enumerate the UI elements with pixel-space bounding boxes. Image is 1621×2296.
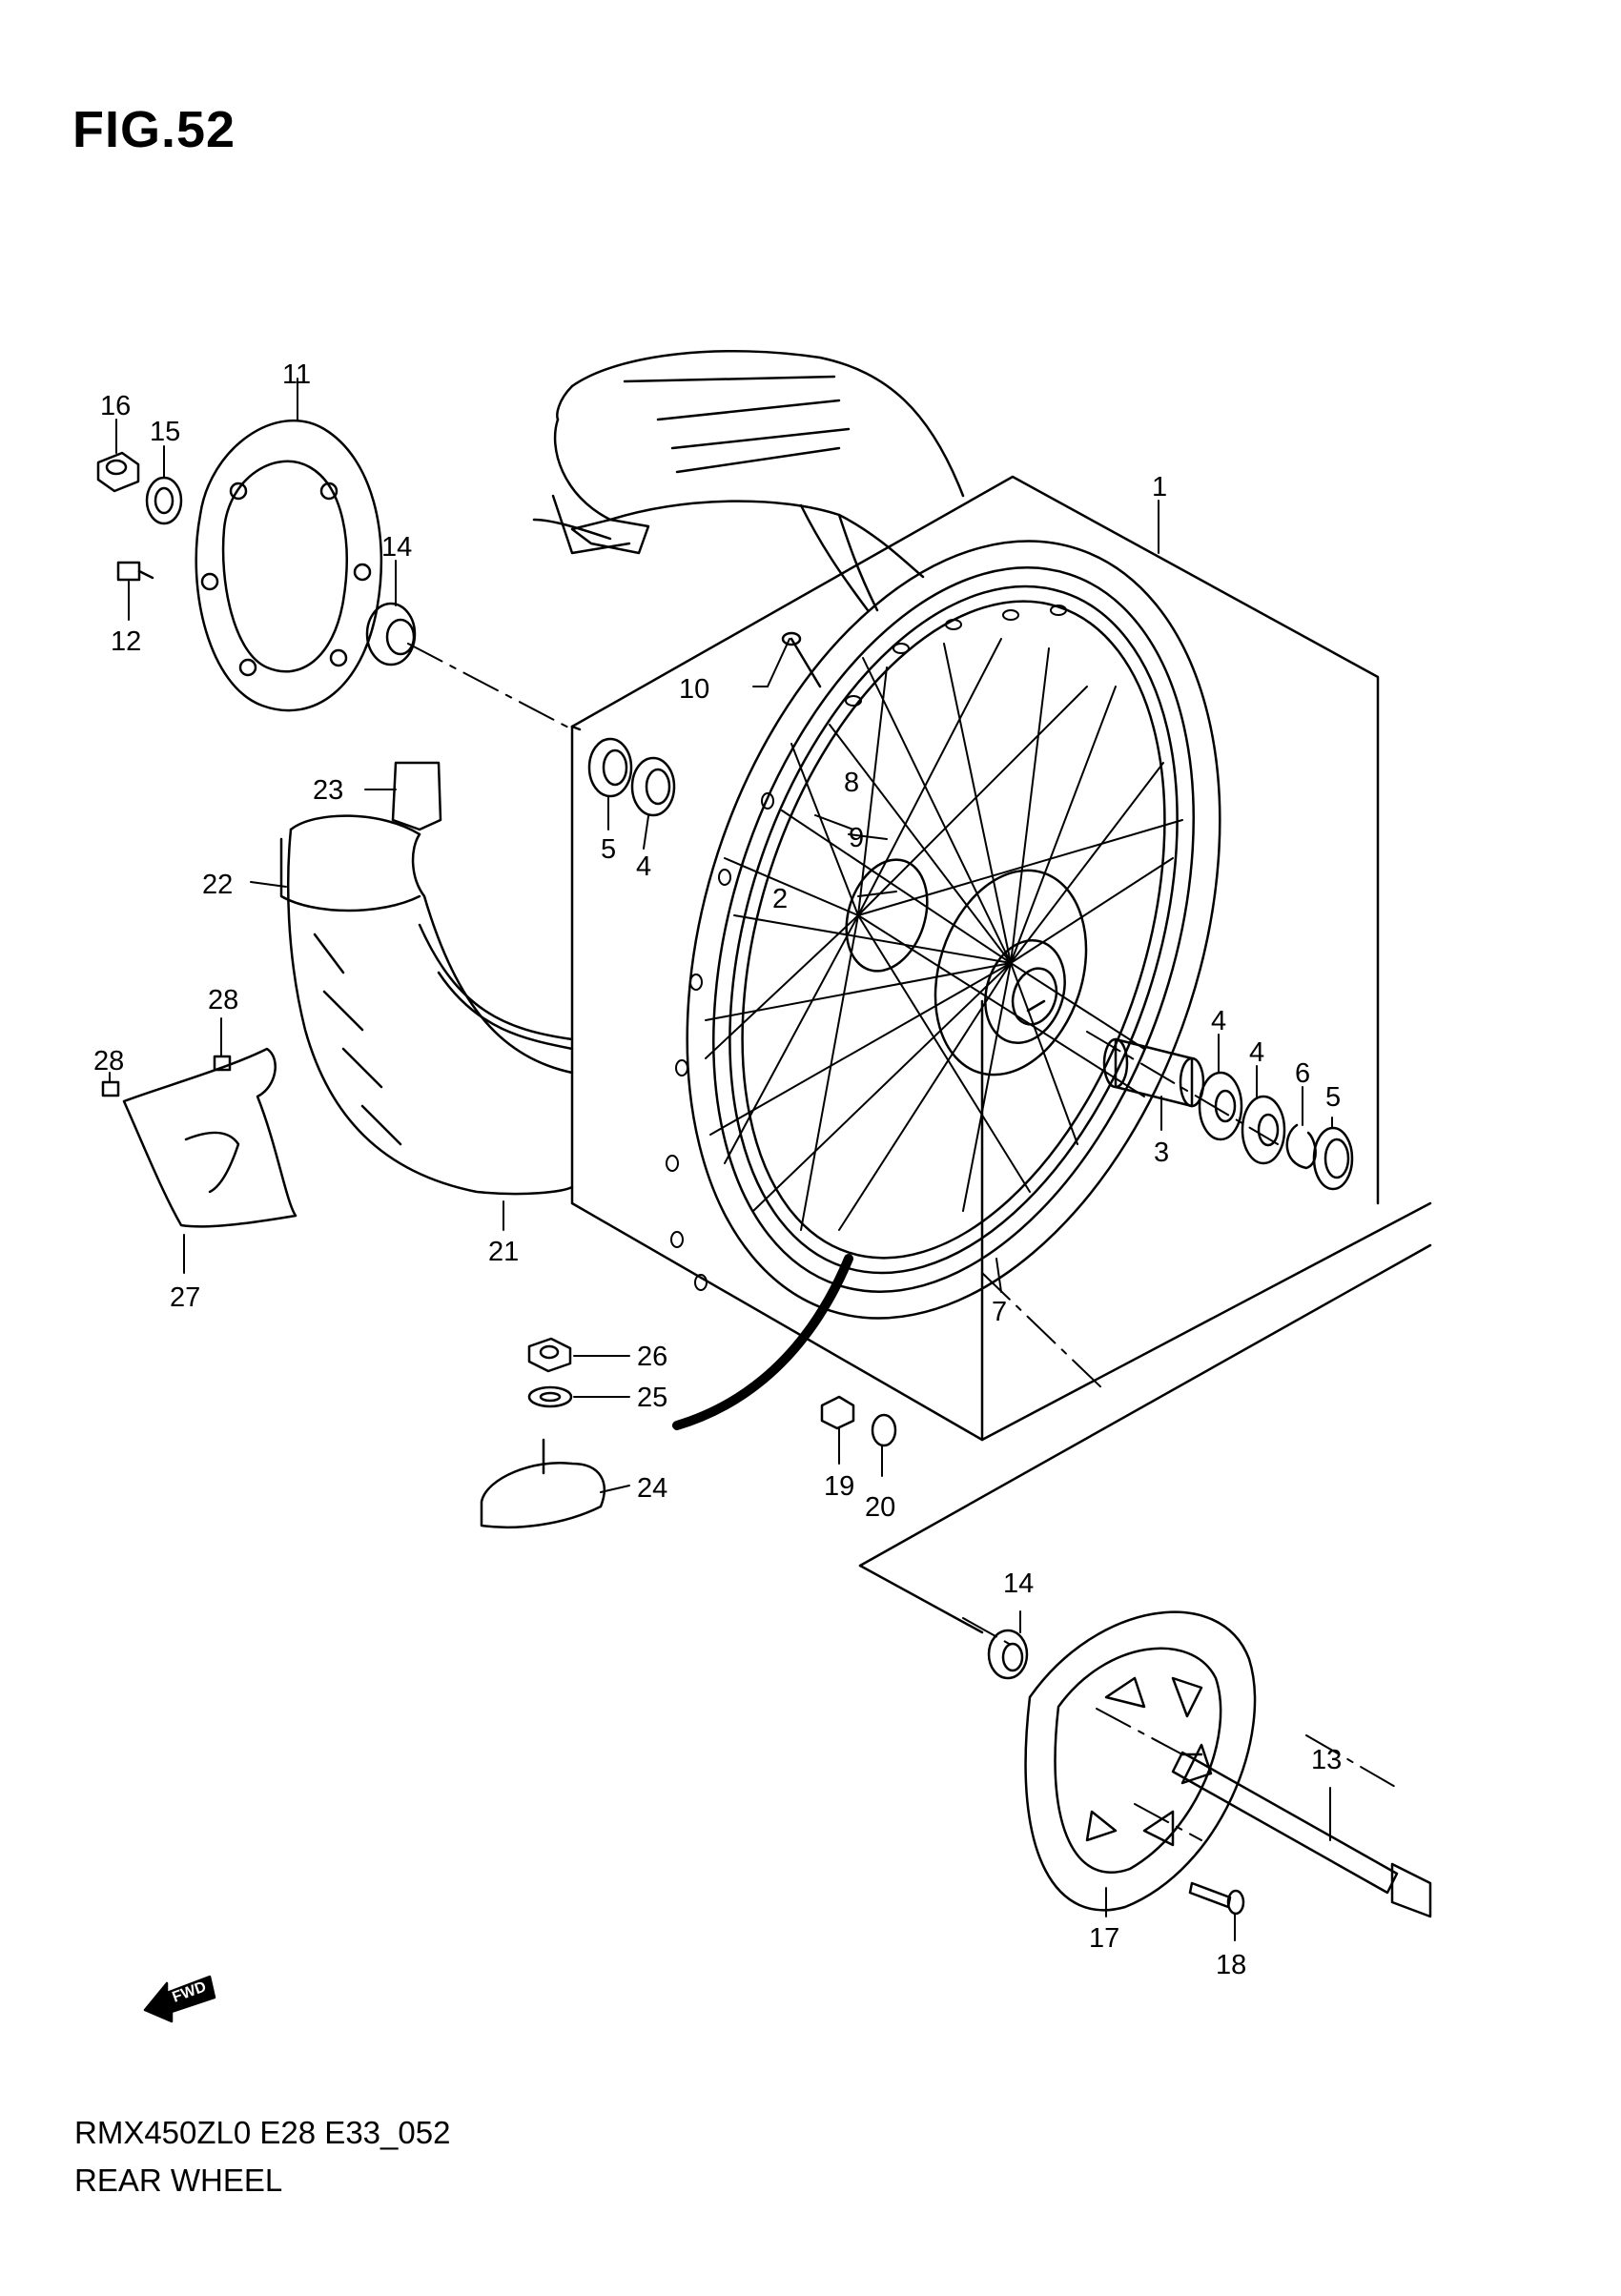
sprocket-nut xyxy=(820,1395,855,1430)
collar-right xyxy=(987,1629,1029,1680)
callout-1: 1 xyxy=(1152,472,1167,502)
rear-sprocket xyxy=(1024,1610,1257,1912)
callout-6: 6 xyxy=(1295,1058,1310,1089)
sprocket-washer xyxy=(871,1413,897,1447)
callout-11: 11 xyxy=(282,359,311,390)
diagram-name: REAR WHEEL xyxy=(74,2163,283,2198)
callout-27: 27 xyxy=(170,1282,200,1313)
callout-16: 16 xyxy=(100,391,131,421)
rim-lock xyxy=(480,1438,605,1529)
wheel-bearing-left xyxy=(630,756,676,817)
callout-9: 9 xyxy=(849,823,864,853)
wheel-bearing-right-2 xyxy=(1241,1095,1286,1165)
callout-22: 22 xyxy=(202,870,233,900)
tire-top xyxy=(532,350,965,612)
rim-band xyxy=(391,761,442,831)
sprocket-assembly-outline xyxy=(858,1243,1432,1634)
tube-section xyxy=(672,1254,853,1430)
valve-washer xyxy=(527,1385,573,1408)
tire-left xyxy=(279,814,574,1196)
dust-seal-left xyxy=(587,737,633,798)
sprocket-bolt xyxy=(1188,1881,1245,1916)
callout-2: 2 xyxy=(772,884,788,914)
callout-10: 10 xyxy=(679,674,709,705)
rim-screw xyxy=(781,631,822,688)
cover-bolt-2 xyxy=(101,1080,120,1097)
callout-14a: 14 xyxy=(381,532,412,563)
callout-28a: 28 xyxy=(208,985,238,1015)
wheel-hub xyxy=(845,858,1088,1076)
spokes xyxy=(705,638,1183,1231)
callout-17: 17 xyxy=(1089,1923,1119,1954)
callout-5b: 5 xyxy=(1325,1082,1341,1113)
callout-8: 8 xyxy=(844,768,859,798)
callout-20: 20 xyxy=(865,1492,895,1523)
wheel-bearing-right xyxy=(1198,1071,1243,1141)
disc-cover xyxy=(122,1047,298,1228)
callout-7: 7 xyxy=(992,1297,1007,1327)
rear-axle xyxy=(1171,1751,1432,1918)
dust-seal-right xyxy=(1312,1126,1354,1191)
disc-bolt xyxy=(116,561,154,582)
callout-21: 21 xyxy=(488,1237,519,1267)
callout-26: 26 xyxy=(637,1342,667,1372)
callout-3: 3 xyxy=(1154,1138,1169,1168)
model-code: RMX450ZL0 E28 E33_052 xyxy=(74,2115,451,2150)
callout-4b: 4 xyxy=(1211,1006,1226,1036)
collar-left xyxy=(365,602,417,666)
callout-14b: 14 xyxy=(1003,1568,1034,1599)
disc-nut xyxy=(96,451,140,493)
callout-24: 24 xyxy=(637,1473,667,1504)
fwd-arrow-icon xyxy=(143,1975,216,2023)
callout-19: 19 xyxy=(824,1471,854,1502)
callout-18: 18 xyxy=(1216,1950,1246,1980)
circlip xyxy=(1285,1123,1317,1170)
valve-nut xyxy=(527,1337,572,1373)
callout-28b: 28 xyxy=(93,1046,124,1076)
callout-labels: 1 2 3 4 4 4 5 5 6 7 8 9 10 11 12 13 14 1… xyxy=(93,359,1342,2006)
disc-washer xyxy=(145,476,183,525)
callout-4c: 4 xyxy=(1249,1037,1264,1068)
callout-25: 25 xyxy=(637,1383,667,1413)
axis-lines xyxy=(407,643,1398,1841)
wheel-rim xyxy=(686,540,1221,1320)
rim-nipple-holes xyxy=(666,605,1067,1291)
callout-12: 12 xyxy=(111,626,141,657)
callout-4a: 4 xyxy=(636,851,651,882)
callout-15: 15 xyxy=(150,417,180,447)
axle-spacer xyxy=(1102,1037,1205,1108)
brake-disc xyxy=(195,419,383,712)
leader-lines xyxy=(109,378,1333,1941)
figure-title: FIG.52 xyxy=(72,101,236,158)
callout-13: 13 xyxy=(1311,1745,1342,1775)
callout-23: 23 xyxy=(313,775,343,806)
callout-5a: 5 xyxy=(601,834,616,865)
